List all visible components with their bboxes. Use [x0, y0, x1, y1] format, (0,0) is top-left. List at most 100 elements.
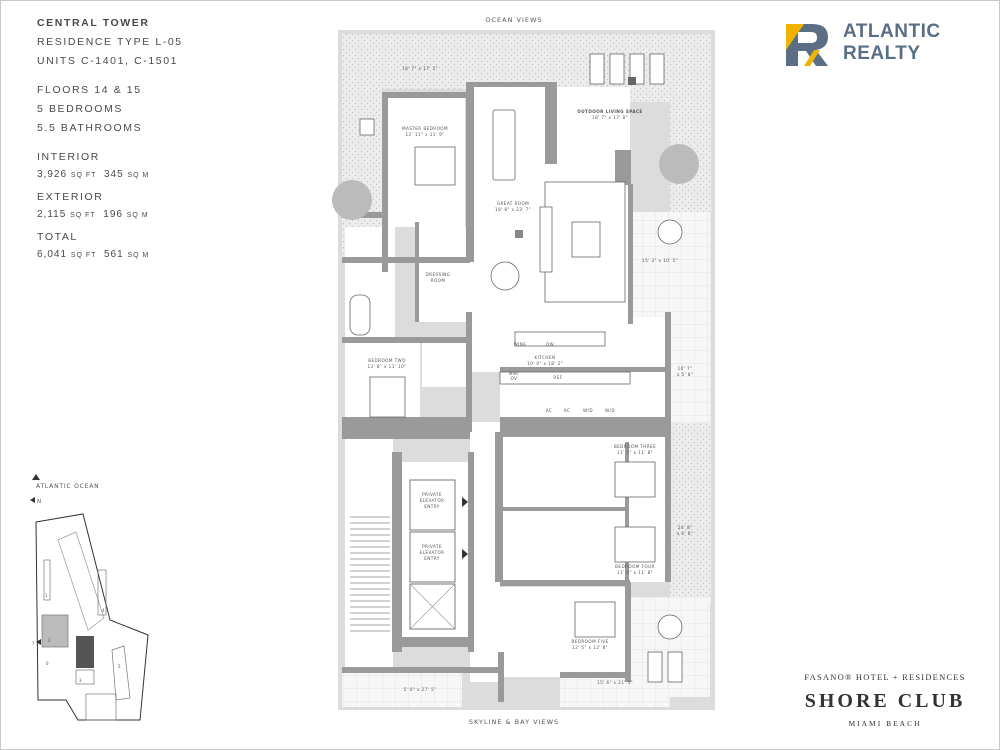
great-room-dim: 18' 8" x 23' 7" [495, 207, 531, 212]
sofa [539, 206, 553, 273]
svg-text:3: 3 [79, 678, 82, 683]
dim-bottom-left: 5' 0" x 27' 5" [404, 687, 437, 692]
bedroom-three-label: BEDROOM THREE [614, 444, 656, 449]
total-label: TOTAL [37, 231, 78, 243]
interior-label: INTERIOR [37, 151, 100, 163]
master-dim: 12' 11" x 11' 9" [405, 132, 444, 137]
elevator-2-line-3: ENTRY [424, 556, 440, 561]
kitchen-counter [499, 371, 631, 385]
bathtub [349, 294, 371, 336]
dressing-label-2: ROOM [431, 278, 446, 283]
dim-balcony-4: x 6' 8" [677, 531, 693, 536]
lounger-3 [629, 53, 645, 85]
interior-area: 3,926 SQ FT 345 SQ M [37, 169, 150, 180]
elevator-2-line-1: PRIVATE [422, 544, 442, 549]
wd-label-2: W/D [605, 408, 615, 413]
kitchen-dim: 10' 0" x 18' 2" [527, 361, 563, 366]
bedroom-two-label: BEDROOM TWO [368, 358, 406, 363]
elevator-2-line-2: ELEVATOR [420, 550, 445, 555]
bedroom-four-dim: 11' 0" x 11' 8" [617, 570, 653, 575]
dining-table [492, 109, 516, 181]
svg-text:7: 7 [32, 641, 35, 646]
ref-label: REF [553, 375, 562, 380]
stair [345, 432, 393, 672]
dressing-room [415, 227, 470, 322]
exterior-area: 2,115 SQ FT 196 SQ M [37, 209, 149, 220]
walls [342, 82, 671, 702]
floor-plan: OCEAN VIEWS SKYLINE & BAY VIEWS [332, 16, 715, 726]
dim-right-terrace: 15' 3" x 10' 5" [642, 258, 678, 263]
residence-type: RESIDENCE TYPE L-05 [37, 36, 183, 48]
fasano-label: FASANO® HOTEL + RESIDENCES [804, 672, 966, 682]
dressing-label: DRESSING [426, 272, 451, 277]
mw-label: MW/ [509, 371, 520, 376]
atlantic-realty-logo [786, 24, 828, 66]
ac-label-1: AC [546, 408, 553, 413]
round-table [490, 261, 520, 291]
furniture [349, 53, 683, 683]
elevator-1-line-2: ELEVATOR [420, 498, 445, 503]
svg-text:2: 2 [48, 638, 51, 643]
svg-text:6: 6 [46, 661, 49, 666]
great-room-label: GREAT ROOM [497, 201, 529, 206]
master-bed [414, 146, 456, 186]
wd-label-1: W/D [583, 408, 593, 413]
site-key-map: ATLANTIC OCEAN N 1 2 3 4 5 6 7 [30, 474, 149, 721]
svg-text:5: 5 [118, 664, 121, 669]
elevator-arrow-1 [462, 497, 468, 507]
dim-bottom-terrace: 15' 6" x 21' 5" [597, 680, 633, 685]
outdoor-label: OUTDOOR LIVING SPACE [577, 109, 642, 114]
dim-balcony-3: 24' 8" [678, 525, 693, 530]
bed-four [614, 526, 656, 563]
floors: FLOORS 14 & 15 [37, 84, 142, 96]
bedroom-four-label: BEDROOM FOUR [615, 564, 655, 569]
wine-label: WINE [514, 342, 527, 347]
shore-club-brand: FASANO® HOTEL + RESIDENCES SHORE CLUB MI… [790, 672, 980, 728]
bed-three [614, 461, 656, 498]
coffee-table [571, 221, 601, 258]
bedroom-five-label: BEDROOM FIVE [571, 639, 608, 644]
dw-label: DW [546, 342, 554, 347]
elevator-arrow-2 [462, 549, 468, 559]
lounger-4 [649, 53, 665, 85]
bedroom-three-dim: 11' 5" x 11' 8" [617, 450, 653, 455]
site-outline [35, 513, 149, 721]
residence-info: CENTRAL TOWER RESIDENCE TYPE L-05 UNITS … [37, 14, 287, 264]
ocean-views-label: OCEAN VIEWS [485, 16, 542, 24]
bedrooms: 5 BEDROOMS [37, 103, 124, 115]
bedroom-five-dim: 12' 5" x 12' 8" [572, 645, 608, 650]
ac-label-2: AC [564, 408, 571, 413]
total-area: 6,041 SQ FT 561 SQ M [37, 249, 150, 260]
elevator-1-line-1: PRIVATE [422, 492, 442, 497]
kitchen-label: KITCHEN [535, 355, 556, 360]
svg-text:4: 4 [102, 608, 105, 613]
planters [332, 144, 699, 220]
lounger-1 [589, 53, 605, 85]
logo-wordmark: ATLANTIC REALTY [843, 21, 941, 64]
lounger-5 [647, 651, 663, 683]
bed-five [574, 601, 616, 638]
units: UNITS C-1401, C-1501 [37, 55, 179, 67]
stair-treads [350, 516, 390, 632]
terrace-grid-bottom-left [342, 672, 462, 707]
north-label: N [37, 499, 41, 505]
elevator-1-line-3: ENTRY [424, 504, 440, 509]
tower-name: CENTRAL TOWER [37, 17, 150, 29]
bathrooms: 5.5 BATHROOMS [37, 122, 143, 134]
dim-balcony-1: 10' 7" [678, 366, 693, 371]
svg-text:1: 1 [45, 593, 48, 598]
kitchen-island [514, 331, 606, 347]
lounger-6 [667, 651, 683, 683]
skyline-views-label: SKYLINE & BAY VIEWS [469, 718, 559, 726]
miami-beach-label: MIAMI BEACH [848, 719, 922, 728]
current-tower-highlight [76, 636, 94, 668]
terrace-left [342, 34, 382, 258]
terrace-chair [359, 118, 375, 136]
dim-balcony-2: x 5' 8" [677, 372, 693, 377]
atlantic-ocean-label: ATLANTIC OCEAN [36, 483, 99, 490]
outdoor-dim: 18' 7" x 17' 8" [592, 115, 628, 120]
terrace-table-2 [657, 614, 683, 640]
exterior-label: EXTERIOR [37, 191, 104, 203]
ov-label: OV [511, 376, 518, 381]
lounger-2 [609, 53, 625, 85]
